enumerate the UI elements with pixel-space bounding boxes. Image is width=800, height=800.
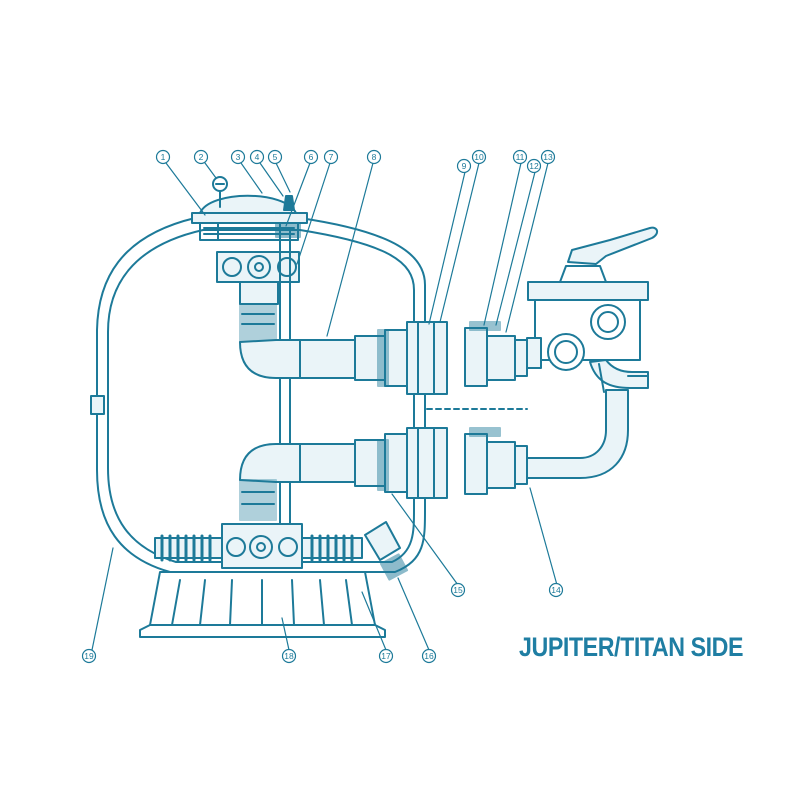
callout-2: 2 — [199, 152, 204, 162]
lower-pipe-joint — [239, 479, 277, 521]
valve-bottom-elbow — [589, 359, 649, 389]
upper-bulkhead-fitting — [406, 321, 448, 395]
callout-6: 6 — [309, 152, 314, 162]
lower-collector-hub — [221, 523, 303, 569]
base-ribs — [149, 579, 376, 626]
lateral-left — [154, 537, 223, 559]
leader-lines — [91, 162, 558, 651]
valve-port-top — [590, 304, 626, 340]
callout-14: 14 — [551, 585, 561, 595]
lid-dome — [199, 194, 297, 214]
upper-inlet-pipe — [299, 339, 356, 379]
lower-outlet-pipe — [299, 443, 356, 483]
callout-labels: 1 2 3 4 5 6 7 8 9 10 11 12 13 14 15 16 1… — [84, 152, 561, 661]
callout-12: 12 — [529, 161, 539, 171]
callout-18: 18 — [284, 651, 294, 661]
callout-circles — [81, 149, 564, 664]
upper-elbow — [239, 339, 301, 379]
valve-cover — [527, 281, 649, 301]
filter-drawing — [81, 149, 658, 664]
callout-9: 9 — [462, 161, 467, 171]
return-pipe — [526, 389, 629, 479]
callout-8: 8 — [372, 152, 377, 162]
valve-side-outlet — [526, 337, 542, 369]
diagram-title: JUPITER/TITAN SIDE — [519, 632, 744, 662]
callout-17: 17 — [381, 651, 391, 661]
valve-port-front — [547, 333, 585, 371]
air-release-valve — [283, 195, 295, 211]
lid-seal-block — [275, 222, 301, 238]
callout-10: 10 — [474, 152, 484, 162]
callout-1: 1 — [161, 152, 166, 162]
lower-bulkhead-fitting — [406, 427, 448, 499]
callout-7: 7 — [329, 152, 334, 162]
lower-union-nut — [464, 433, 488, 495]
callout-13: 13 — [543, 152, 553, 162]
tank-side-band — [90, 395, 105, 415]
callout-4: 4 — [255, 152, 260, 162]
callout-5: 5 — [273, 152, 278, 162]
callout-15: 15 — [453, 585, 463, 595]
lateral-right — [301, 537, 363, 559]
lateral-ribs — [160, 534, 354, 562]
tank-inner-shell — [107, 229, 415, 563]
callout-3: 3 — [236, 152, 241, 162]
callout-19: 19 — [84, 651, 94, 661]
valve-handle — [567, 226, 658, 265]
lower-elbow — [239, 443, 301, 483]
drain-plug — [364, 521, 401, 561]
callout-16: 16 — [424, 651, 434, 661]
callout-11: 11 — [516, 152, 525, 162]
upper-union-nut — [464, 327, 488, 387]
